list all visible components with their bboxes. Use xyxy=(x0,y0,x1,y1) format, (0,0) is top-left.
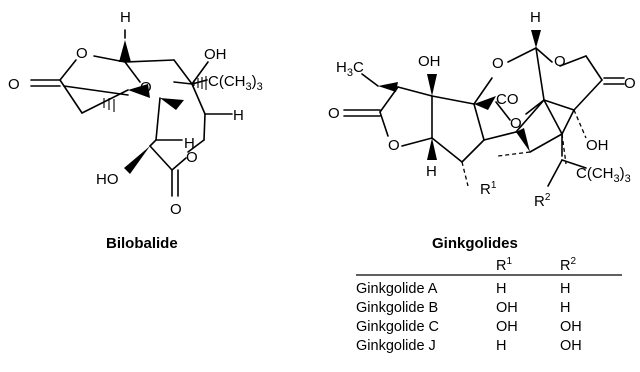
ginkgolides-wedge-co xyxy=(474,96,496,110)
bilobalide-bonds xyxy=(30,29,233,197)
ginkgolides-o-ring-bottom-left: O xyxy=(388,137,400,154)
bilobalide-h-center: H xyxy=(184,135,195,152)
ginkgolides-oh-top: OH xyxy=(418,53,441,70)
table-row-name: Ginkgolide C xyxy=(356,319,439,335)
bilobalide-structure: H O O O OH C(CH3)3 H H O HO O Bilobalide xyxy=(8,9,263,252)
ginkgolides-wedge-bridge xyxy=(516,128,530,152)
ginkgolides-wedge-methyl xyxy=(378,82,398,92)
bilobalide-o-bridge: O xyxy=(140,79,152,96)
ginkgolides-h3c: H3C xyxy=(336,59,364,79)
ginkgolides-h-top: H xyxy=(530,9,541,26)
ginkgolides-o-ring-top-left: O xyxy=(492,55,504,72)
bilobalide-h-top: H xyxy=(120,9,131,26)
ginkgolides-bonds xyxy=(343,30,625,187)
bilobalide-bridge-wedge xyxy=(128,84,150,98)
table-row-r2: H xyxy=(560,300,570,316)
table-row-r1: OH xyxy=(496,300,518,316)
table-row-r1: OH xyxy=(496,319,518,335)
ginkgolides-table: R1 R2 Ginkgolide A H H Ginkgolide B OH H… xyxy=(356,256,622,354)
ginkgolides-r2: R2 xyxy=(534,192,551,210)
table-row-name: Ginkgolide J xyxy=(356,338,436,354)
table-header-r1: R1 xyxy=(496,256,512,274)
ginkgolides-caption: Ginkgolides xyxy=(432,235,518,252)
bilobalide-ho-left: HO xyxy=(96,171,119,188)
table-row-name: Ginkgolide A xyxy=(356,281,438,297)
bilobalide-oh-top: OH xyxy=(204,46,227,63)
ginkgolides-oh-right: OH xyxy=(586,137,609,154)
bilobalide-o-ring-right: O xyxy=(186,149,198,166)
table-row-name: Ginkgolide B xyxy=(356,300,438,316)
bilobalide-wedge-top xyxy=(119,40,131,62)
ginkgolides-r1: R1 xyxy=(480,180,497,198)
table-header-r2: R2 xyxy=(560,256,576,274)
bilobalide-o-ring-left: O xyxy=(76,45,88,62)
ginkgolides-wedge-oh xyxy=(427,74,437,96)
ginkgolides-structure: H3C OH O H O CO O O O O OH C(CH3)3 H R1 … xyxy=(328,9,636,252)
table-row-r2: OH xyxy=(560,338,582,354)
bilobalide-wedge-ho xyxy=(124,146,150,174)
bilobalide-o-carbonyl-bottom: O xyxy=(170,201,182,218)
ginkgolides-tbu: C(CH3)3 xyxy=(576,165,631,185)
table-row-r2: OH xyxy=(560,319,582,335)
ginkgolides-o-ring-top-right: O xyxy=(554,53,566,70)
bilobalide-tbu: C(CH3)3 xyxy=(208,73,263,93)
bilobalide-wedge-center xyxy=(160,98,184,110)
bilobalide-caption: Bilobalide xyxy=(106,235,178,252)
ginkgolides-o-carbonyl-left: O xyxy=(328,105,340,122)
ginkgolides-o-carbonyl-right: O xyxy=(624,75,636,92)
ginkgolides-wedge-h-top xyxy=(531,30,541,48)
table-row-r2: H xyxy=(560,281,570,297)
bilobalide-o-carbonyl-left: O xyxy=(8,76,20,93)
bilobalide-h-right: H xyxy=(233,107,244,124)
ginkgolides-co: CO xyxy=(496,91,519,108)
ginkgolides-o-bridge: O xyxy=(510,115,522,132)
ginkgolides-h-bottom: H xyxy=(426,163,437,180)
table-rows: Ginkgolide A H H Ginkgolide B OH H Ginkg… xyxy=(356,281,582,354)
ginkgolides-wedge-h-bottom xyxy=(427,138,437,160)
table-row-r1: H xyxy=(496,281,506,297)
table-row-r1: H xyxy=(496,338,506,354)
